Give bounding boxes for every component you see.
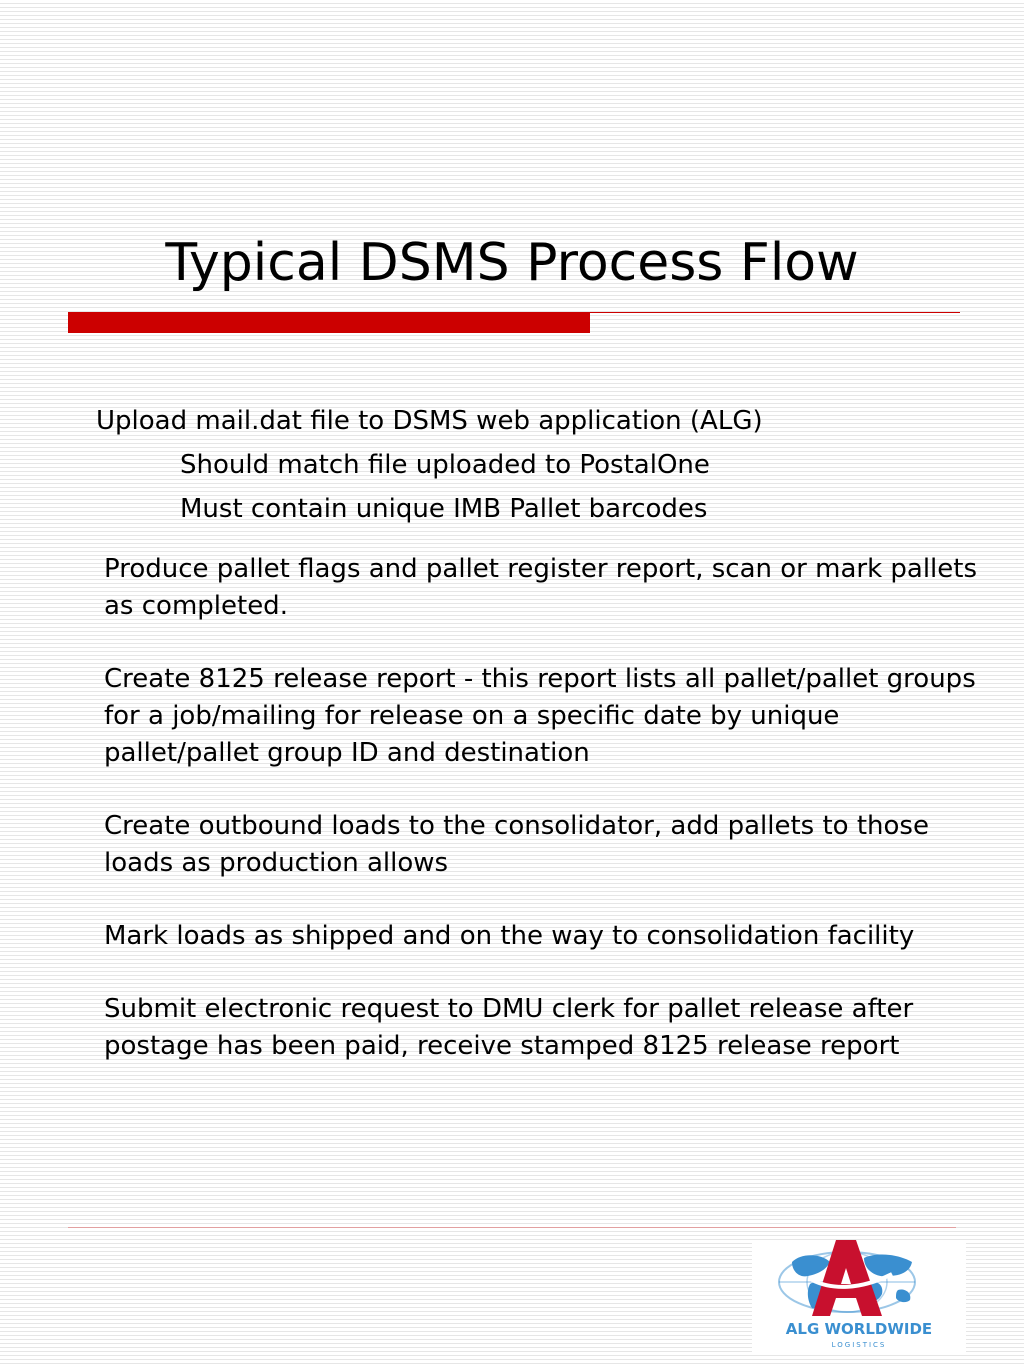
slide-title: Typical DSMS Process Flow (165, 233, 859, 293)
upload-sub-item: Should match file uploaded to PostalOne (180, 450, 710, 480)
upload-sub-item: Must contain unique IMB Pallet barcodes (180, 494, 708, 524)
process-step: Mark loads as shipped and on the way to … (104, 921, 915, 951)
process-step: Produce pallet flags and pallet register… (104, 554, 978, 621)
upload-step-heading: Upload mail.dat file to DSMS web applica… (96, 406, 763, 436)
process-step: Submit electronic request to DMU clerk f… (104, 994, 914, 1061)
process-steps: Produce pallet flags and pallet register… (104, 551, 984, 1065)
alg-logo-graphic: ALG WORLDWIDE LOGISTICS (778, 1240, 932, 1349)
upload-step: Upload mail.dat file to DSMS web applica… (96, 399, 763, 531)
title-underline-thick (68, 312, 590, 333)
footer-divider (68, 1227, 956, 1228)
process-step: Create outbound loads to the consolidato… (104, 811, 929, 878)
title-underline-thin (590, 312, 960, 313)
alg-logo: ALG WORLDWIDE LOGISTICS (752, 1240, 966, 1352)
logo-wordmark: ALG WORLDWIDE (786, 1320, 932, 1338)
process-step: Create 8125 release report - this report… (104, 664, 976, 768)
logo-tagline: LOGISTICS (832, 1341, 887, 1349)
